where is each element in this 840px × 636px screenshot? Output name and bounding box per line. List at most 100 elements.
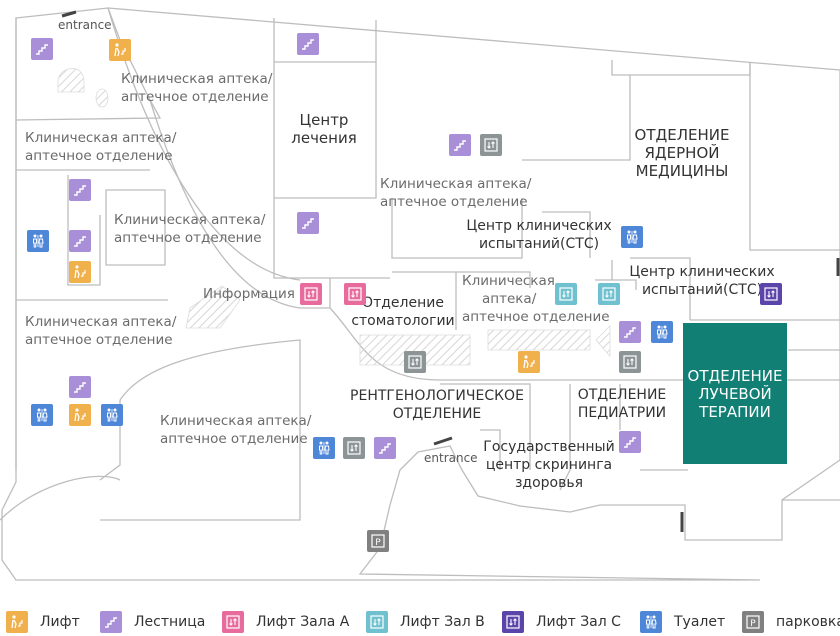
toilet-icon [640, 611, 662, 633]
stairs-icon [100, 611, 122, 633]
stairs-icon[interactable] [69, 230, 91, 252]
lift-icon[interactable] [344, 283, 366, 305]
dentistry-label[interactable]: Отделение стоматологии [348, 294, 458, 330]
label-line: аптечное отделение [114, 230, 262, 246]
label-line: ОТДЕЛЕНИЕ [577, 387, 667, 403]
label-line: ЛУЧЕВОЙ [698, 384, 772, 403]
elevator-icon[interactable] [518, 351, 540, 373]
clinical-trials-label[interactable]: Центр клинических испытаний(СТС) [622, 263, 782, 299]
screening-center-label[interactable]: Государственный центр скрининга здоровья [478, 438, 620, 492]
label-line: Клиническая аптека/ [160, 413, 312, 429]
legend-label: Лифт Зала A [256, 614, 350, 630]
elevator-icon[interactable] [69, 404, 91, 426]
elevator-hall-a-icon [222, 611, 244, 633]
label-line: ОТДЕЛЕНИЕ [392, 406, 482, 422]
pediatrics-label[interactable]: ОТДЕЛЕНИЕ ПЕДИАТРИИ [570, 386, 674, 422]
label-line: ОТДЕЛЕНИЕ [687, 366, 783, 385]
elevator-icon [6, 611, 28, 633]
stairs-icon[interactable] [449, 134, 471, 156]
stairs-icon[interactable] [31, 38, 53, 60]
parking-icon: P [742, 611, 764, 633]
legend-label: парковка [776, 614, 840, 630]
label-line: испытаний(СТС) [478, 236, 600, 252]
lift-icon[interactable] [760, 283, 782, 305]
label-line: аптечное отделение [25, 148, 173, 164]
label-line: Центр клинических [629, 264, 775, 280]
label-line: ЯДЕРНОЙ [644, 144, 720, 162]
label-line: центр скрининга [485, 457, 613, 473]
toilet-icon[interactable] [621, 226, 643, 248]
lift-icon[interactable] [300, 283, 322, 305]
label-line: аптечное отделение [25, 332, 173, 348]
parking-icon[interactable]: P [367, 530, 389, 552]
elevator-hall-b-icon [366, 611, 388, 633]
lift-icon[interactable] [619, 351, 641, 373]
stairs-icon[interactable] [619, 431, 641, 453]
legend-item: Лестница [100, 611, 205, 633]
label-line: ОТДЕЛЕНИЕ [634, 126, 730, 144]
nuclear-medicine-label[interactable]: ОТДЕЛЕНИЕ ЯДЕРНОЙ МЕДИЦИНЫ [622, 126, 742, 180]
pharmacy-label[interactable]: Клиническая аптека/ аптечное отделение [462, 272, 610, 326]
svg-text:P: P [750, 619, 756, 629]
label-line: Клиническая аптека/ [25, 130, 177, 146]
label-line: РЕНТГЕНОЛОГИЧЕСКОЕ [350, 388, 524, 404]
pharmacy-label[interactable]: Клиническая аптека/ аптечное отделение [380, 175, 531, 211]
toilet-icon[interactable] [27, 230, 49, 252]
lift-icon[interactable] [404, 351, 426, 373]
toilet-icon[interactable] [651, 321, 673, 343]
label-line: испытаний(СТС) [641, 282, 763, 298]
legend-item: Лифт Зала A [222, 611, 349, 633]
legend-label: Лестница [134, 614, 206, 630]
stairs-icon[interactable] [69, 179, 91, 201]
lift-icon[interactable] [598, 283, 620, 305]
stairs-icon[interactable] [297, 212, 319, 234]
label-line: лечения [291, 129, 357, 147]
pharmacy-label[interactable]: Клиническая аптека/ аптечное отделение [121, 70, 272, 106]
stairs-icon[interactable] [69, 376, 91, 398]
treatment-center-label[interactable]: Центр лечения [276, 111, 372, 147]
label-line: МЕДИЦИНЫ [635, 162, 729, 180]
legend-label: Туалет [674, 614, 726, 630]
elevator-hall-c-icon [502, 611, 524, 633]
entrance-label: entrance [424, 451, 478, 465]
toilet-icon[interactable] [31, 404, 53, 426]
label-line: Клиническая [462, 273, 555, 289]
label-line: Клиническая аптека/ [121, 71, 273, 87]
toilet-icon[interactable] [313, 437, 335, 459]
label-line: Клиническая аптека/ [25, 314, 177, 330]
stairs-icon[interactable] [297, 33, 319, 55]
lift-icon[interactable] [555, 283, 577, 305]
pharmacy-label[interactable]: Клиническая аптека/ аптечное отделение [160, 412, 311, 448]
pharmacy-label[interactable]: Клиническая аптека/ аптечное отделение [114, 211, 265, 247]
radiology-label[interactable]: РЕНТГЕНОЛОГИЧЕСКОЕ ОТДЕЛЕНИЕ [344, 387, 530, 423]
toilet-icon[interactable] [101, 404, 123, 426]
stairs-icon[interactable] [374, 437, 396, 459]
pharmacy-label[interactable]: Клиническая аптека/ аптечное отделение [25, 313, 176, 349]
information-label[interactable]: Информация [203, 286, 295, 302]
label-line: аптечное отделение [160, 431, 308, 447]
label-line: аптека/ [482, 291, 537, 307]
label-line: здоровья [514, 475, 584, 491]
label-line: Центр клинических [466, 218, 612, 234]
legend-label: Лифт Зал B [400, 614, 485, 630]
pharmacy-label[interactable]: Клиническая аптека/ аптечное отделение [25, 129, 176, 165]
label-line: ПЕДИАТРИИ [577, 405, 667, 421]
lift-icon[interactable] [343, 437, 365, 459]
legend-item: Лифт Зал B [366, 611, 485, 633]
legend-item: Туалет [640, 611, 725, 633]
label-line: Клиническая аптека/ [380, 176, 532, 192]
label-line: аптечное отделение [380, 194, 528, 210]
radiation-therapy-department[interactable]: ОТДЕЛЕНИЕ ЛУЧЕВОЙ ТЕРАПИИ [683, 323, 787, 464]
clinical-trials-label[interactable]: Центр клинических испытаний(СТС) [462, 217, 616, 253]
label-line: Клиническая аптека/ [114, 212, 266, 228]
label-line: аптечное отделение [462, 309, 610, 325]
label-line: стоматологии [351, 313, 455, 329]
stairs-icon[interactable] [619, 321, 641, 343]
elevator-icon[interactable] [69, 261, 91, 283]
lift-icon[interactable] [480, 134, 502, 156]
legend-label: Лифт [40, 614, 80, 630]
elevator-icon[interactable] [109, 39, 131, 61]
